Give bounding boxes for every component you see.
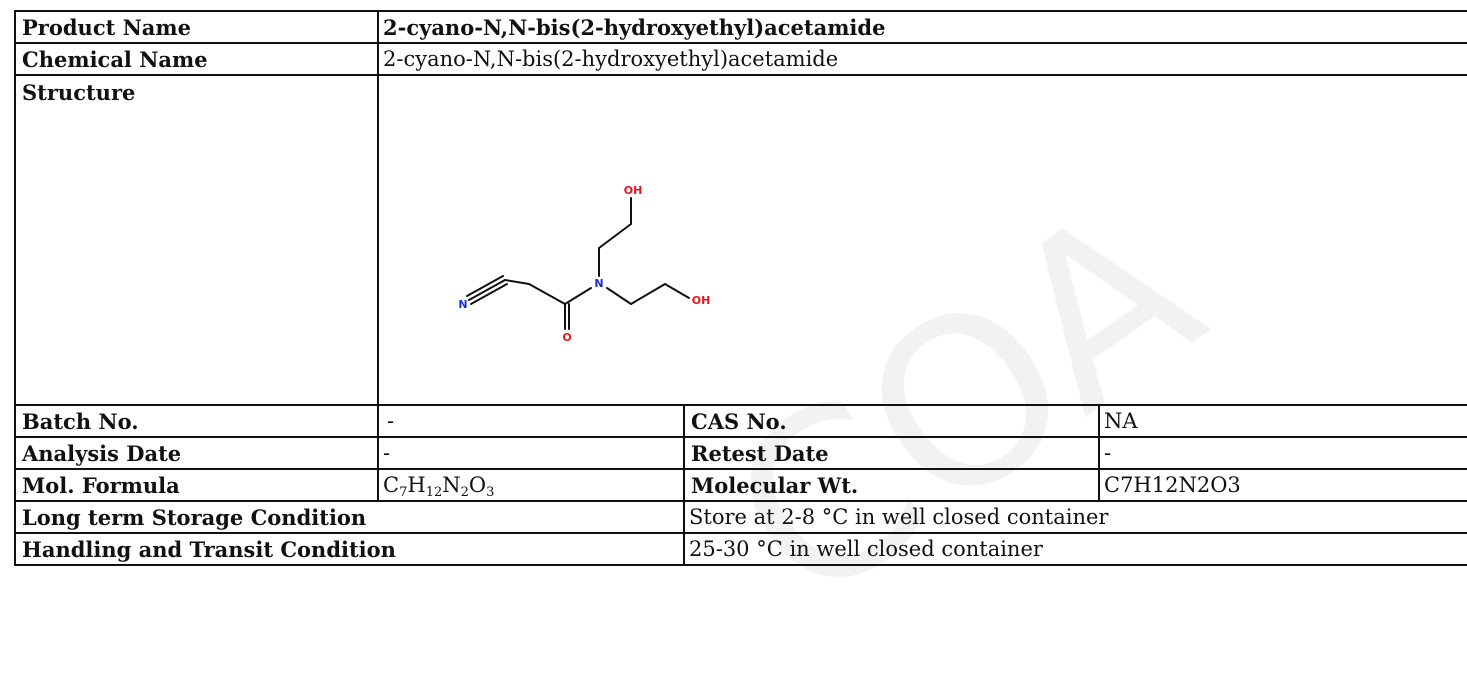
atom-o-carbonyl: O bbox=[562, 331, 571, 344]
atom-oh-right: OH bbox=[692, 294, 711, 307]
formula-label: Mol. Formula bbox=[14, 468, 379, 502]
row-structure: Structure bbox=[14, 74, 1467, 406]
bond-r2-r3 bbox=[664, 283, 690, 299]
bond-triple-3 bbox=[466, 275, 504, 297]
storage-label: Long term Storage Condition bbox=[14, 500, 685, 534]
bond-triple-1 bbox=[468, 279, 506, 301]
chemical-name-label: Chemical Name bbox=[14, 42, 379, 76]
formula-value: C7H12N2O3 bbox=[377, 468, 685, 502]
chemical-name-value: 2-cyano-N,N-bis(2-hydroxyethyl)acetamide bbox=[377, 42, 1467, 76]
bond-c-c1 bbox=[504, 279, 530, 285]
atom-n-nitrile: N bbox=[458, 298, 467, 311]
bond-r1-r2 bbox=[630, 283, 666, 305]
batch-label: Batch No. bbox=[14, 404, 379, 438]
retest-date-label: Retest Date bbox=[683, 436, 1100, 470]
structure-label: Structure bbox=[14, 74, 379, 406]
bond-n-r1 bbox=[606, 287, 632, 305]
row-chemical-name: Chemical Name 2-cyano-N,N-bis(2-hydroxye… bbox=[14, 42, 1467, 76]
bond-triple-2 bbox=[470, 283, 508, 305]
handling-value: 25-30 °C in well closed container bbox=[683, 532, 1467, 566]
row-dates: Analysis Date - Retest Date - bbox=[14, 436, 1467, 470]
mol-wt-value: C7H12N2O3 bbox=[1098, 468, 1467, 502]
row-storage: Long term Storage Condition Store at 2-8… bbox=[14, 500, 1467, 534]
cas-label: CAS No. bbox=[683, 404, 1100, 438]
row-batch-cas: Batch No. - CAS No. NA bbox=[14, 404, 1467, 438]
analysis-date-value: - bbox=[377, 436, 685, 470]
product-name-label: Product Name bbox=[14, 10, 379, 44]
analysis-date-label: Analysis Date bbox=[14, 436, 379, 470]
product-name-value: 2-cyano-N,N-bis(2-hydroxyethyl)acetamide bbox=[377, 10, 1467, 44]
row-product-name: Product Name 2-cyano-N,N-bis(2-hydroxyet… bbox=[14, 10, 1467, 44]
retest-date-value: - bbox=[1098, 436, 1467, 470]
row-formula-weight: Mol. Formula C7H12N2O3 Molecular Wt. C7H… bbox=[14, 468, 1467, 502]
chemical-structure-diagram: OH OH N N O bbox=[458, 184, 711, 344]
row-handling: Handling and Transit Condition 25-30 °C … bbox=[14, 532, 1467, 566]
cas-value: NA bbox=[1098, 404, 1467, 438]
bond-up1-up2 bbox=[598, 223, 632, 249]
storage-value: Store at 2-8 °C in well closed container bbox=[683, 500, 1467, 534]
batch-value: - bbox=[377, 404, 685, 438]
handling-label: Handling and Transit Condition bbox=[14, 532, 685, 566]
atom-oh-top: OH bbox=[624, 184, 643, 197]
structure-image-cell: OH OH N N O bbox=[377, 74, 1467, 406]
atom-n-amide: N bbox=[594, 277, 603, 290]
mol-wt-label: Molecular Wt. bbox=[683, 468, 1100, 502]
bond-c-n bbox=[564, 287, 592, 305]
bond-c-c2 bbox=[528, 283, 566, 305]
product-info-table: Product Name 2-cyano-N,N-bis(2-hydroxyet… bbox=[14, 10, 1467, 566]
